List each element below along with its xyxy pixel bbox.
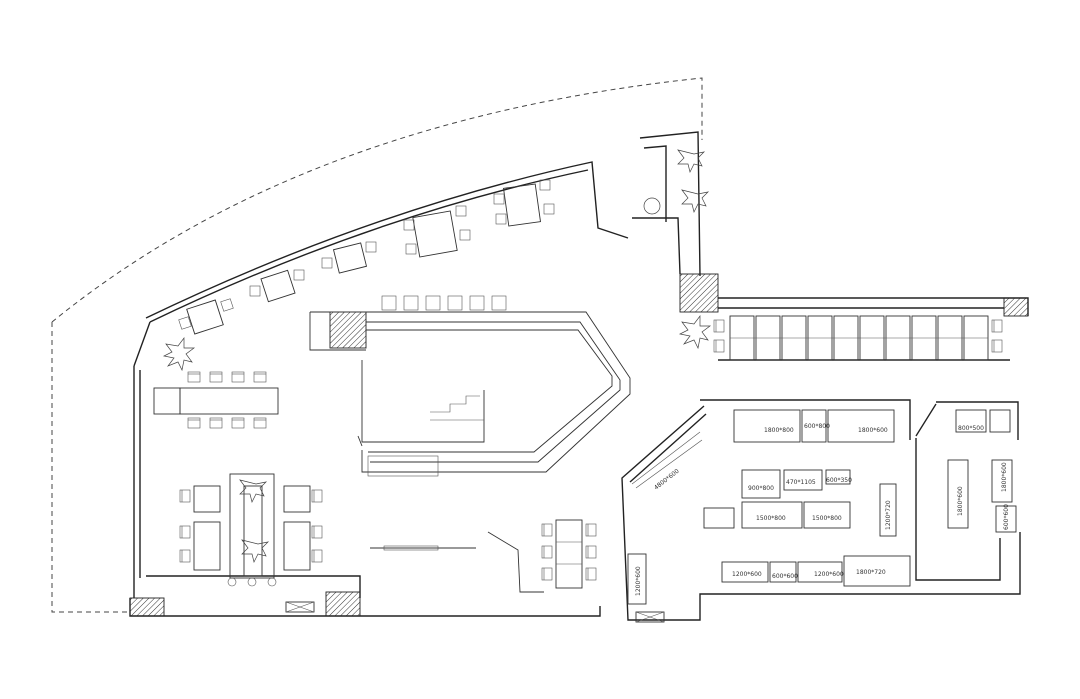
label-k10: 1200*600 [732, 571, 762, 578]
structural-columns [129, 273, 1029, 617]
label-k5: 900*800 [748, 485, 774, 492]
equipment-labels: 1800*800 600*800 1800*600 800*500 900*80… [635, 423, 1010, 596]
label-k7: 600*350 [826, 477, 852, 484]
label-k18: 600*600 [1003, 504, 1010, 530]
label-k15: 1800*600 [957, 486, 964, 516]
label-k9: 1500*800 [812, 515, 842, 522]
site-boundary [51, 77, 703, 613]
communal-table [153, 371, 279, 429]
label-k17: 1200*600 [635, 566, 642, 596]
bar-stools [381, 295, 507, 311]
bar-counter [309, 311, 631, 477]
kitchen-equipment [627, 409, 1017, 605]
label-k19: 4800*600 [653, 468, 681, 492]
label-k2: 600*800 [804, 423, 830, 430]
label-k6: 470*1105 [786, 479, 816, 486]
entry-dining-tables [370, 519, 597, 593]
exterior-walls [129, 131, 1029, 621]
label-k16: 1800*600 [1001, 462, 1008, 492]
label-k14: 1200*720 [885, 500, 892, 530]
label-k11: 600*600 [772, 573, 798, 580]
door-markers [285, 601, 665, 623]
label-k12: 1200*600 [814, 571, 844, 578]
planter-dining [179, 473, 323, 587]
label-k1: 1800*800 [764, 427, 794, 434]
label-k3: 1800*600 [858, 427, 888, 434]
planter-plants [162, 149, 712, 564]
label-k13: 1800*720 [856, 569, 886, 576]
window-dining-tables [178, 179, 555, 335]
label-k4: 800*500 [958, 425, 984, 432]
booth-row [713, 315, 1003, 361]
label-k8: 1500*800 [756, 515, 786, 522]
